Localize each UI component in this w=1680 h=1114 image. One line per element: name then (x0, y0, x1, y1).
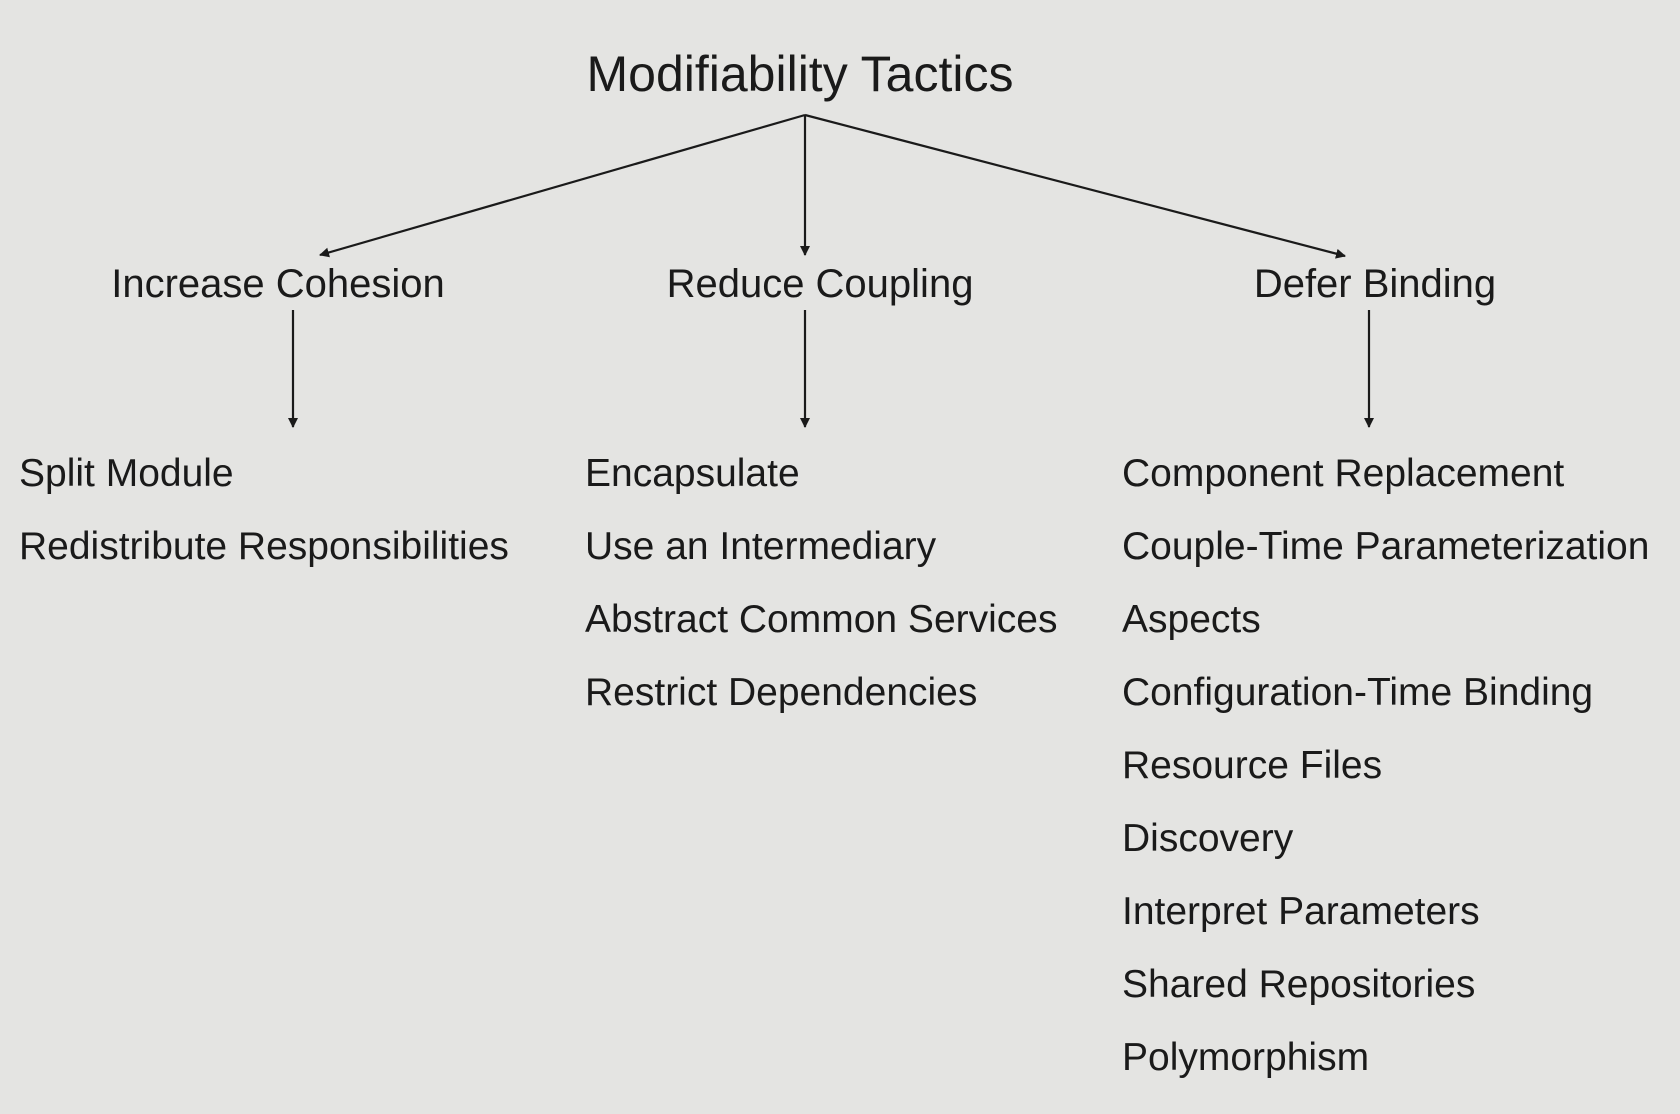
tactic-item: Couple-Time Parameterization (1122, 525, 1650, 568)
tactic-item: Resource Files (1122, 744, 1383, 787)
tactic-item: Aspects (1122, 598, 1261, 641)
tactic-list-defer-binding: Component Replacement Couple-Time Parame… (1122, 446, 1649, 1103)
tactic-item: Abstract Common Services (585, 598, 1058, 641)
arrow-root-to-increase-cohesion (319, 113, 806, 258)
tactic-item: Split Module (19, 452, 234, 495)
tactic-item: Polymorphism (1122, 1036, 1370, 1079)
tactic-item: Use an Intermediary (585, 525, 937, 568)
tactic-item: Shared Repositories (1122, 963, 1476, 1006)
tactic-item: Discovery (1122, 817, 1294, 860)
tactic-list-increase-cohesion: Split Module Redistribute Responsibiliti… (19, 446, 509, 592)
tactic-item: Interpret Parameters (1122, 890, 1480, 933)
tactic-item: Component Replacement (1122, 452, 1565, 495)
branch-title-defer-binding: Defer Binding (1253, 262, 1497, 306)
tactic-item: Encapsulate (585, 452, 800, 495)
tactic-item: Redistribute Responsibilities (19, 525, 509, 568)
arrow-root-to-defer-binding (804, 113, 1346, 259)
branch-title-reduce-coupling: Reduce Coupling (666, 262, 974, 306)
tactic-list-reduce-coupling: Encapsulate Use an Intermediary Abstract… (585, 446, 1057, 738)
tactic-item: Configuration-Time Binding (1122, 671, 1594, 714)
root-title: Modifiability Tactics (586, 46, 1014, 102)
tactic-item: Restrict Dependencies (585, 671, 978, 714)
branch-title-increase-cohesion: Increase Cohesion (111, 262, 445, 306)
